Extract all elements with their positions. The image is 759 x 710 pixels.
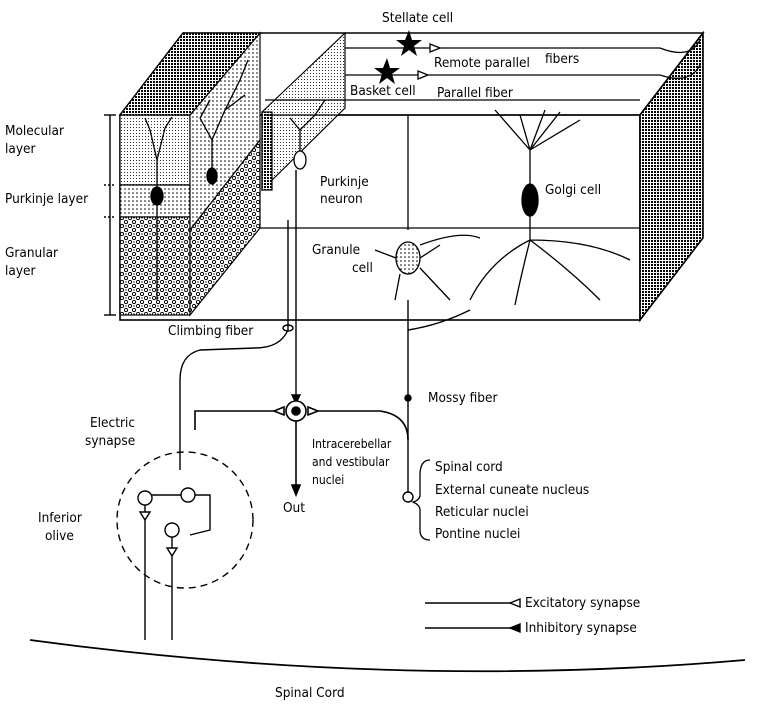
layer-bracket [104, 114, 116, 316]
legend [425, 597, 521, 634]
stellate-basket-cells [374, 30, 422, 84]
granule-cell-label-1: Granule [312, 242, 360, 258]
granule-cell [374, 234, 481, 301]
remote-parallel-label: Remote parallel [434, 55, 530, 71]
basket-cell-label: Basket cell [350, 83, 416, 99]
stellate-cell-label: Stellate cell [382, 10, 453, 26]
inferior-olive [116, 451, 254, 640]
purkinje-axon [287, 170, 302, 405]
mossy-source-external-cuneate: External cuneate nucleus [435, 482, 589, 498]
golgi-cell [469, 109, 631, 306]
granular-layer-label-1: Granular [5, 245, 58, 261]
mossy-source-spinal-cord: Spinal cord [435, 459, 503, 475]
mossy-sources-brace [411, 459, 431, 541]
legend-inhibitory-label: Inhibitory synapse [525, 620, 637, 636]
mossy-source-reticular: Reticular nuclei [435, 504, 529, 520]
parallel-fiber-label: Parallel fiber [437, 85, 513, 101]
golgi-cell-label: Golgi cell [545, 182, 601, 198]
nuclei-label-2: and vestibular [312, 455, 390, 469]
electric-synapse-label-1: Electric [90, 415, 135, 431]
climbing-fiber-label: Climbing fiber [168, 323, 253, 339]
remote-fibers-label: fibers [545, 51, 579, 67]
purkinje-layer-label: Purkinje layer [5, 191, 88, 207]
electric-synapse-label-2: synapse [85, 433, 135, 449]
mossy-fiber-path [402, 300, 471, 503]
granule-cell-label-2: cell [352, 260, 373, 276]
legend-excitatory-label: Excitatory synapse [525, 595, 640, 611]
mossy-source-pontine: Pontine nuclei [435, 526, 520, 542]
inferior-olive-label-1: Inferior [38, 510, 82, 526]
spinal-cord-curve [29, 639, 746, 673]
purkinje-cells [144, 59, 326, 300]
climbing-fiber-path [179, 324, 294, 470]
purkinje-neuron-label-2: neuron [320, 191, 363, 207]
out-label: Out [283, 500, 305, 516]
spinal-cord-label: Spinal Cord [275, 685, 345, 701]
nuclei-label-3: nuclei [312, 473, 344, 487]
granular-layer-label-2: layer [5, 263, 35, 279]
molecular-layer-label-1: Molecular [5, 123, 64, 139]
inferior-olive-label-2: olive [45, 528, 74, 544]
purkinje-neuron-label-1: Purkinje [320, 174, 369, 190]
parallel-fibers [265, 39, 701, 230]
mossy-fiber-label: Mossy fiber [428, 390, 497, 406]
molecular-layer-label-2: layer [5, 141, 35, 157]
nuclei-label-1: Intracerebellar [312, 437, 392, 451]
intracerebellar-nucleus [194, 400, 409, 498]
